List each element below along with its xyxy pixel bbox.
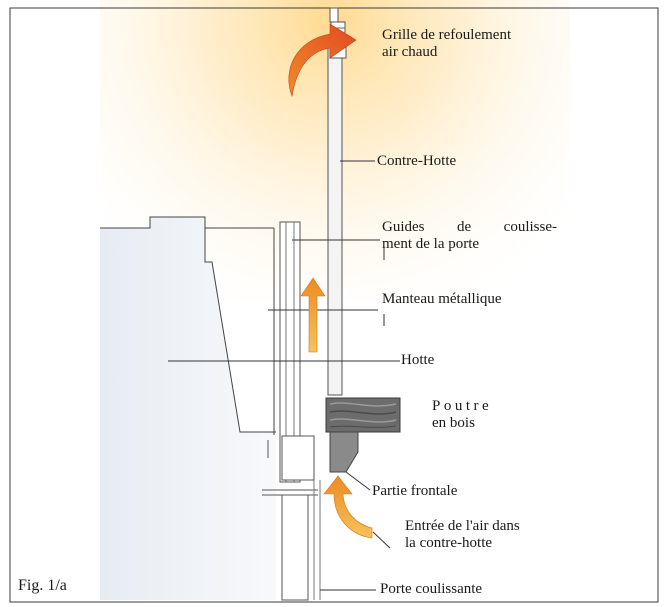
- label-guides-word1: Guides: [382, 219, 425, 235]
- label-entree-air: Entrée de l'air dans la contre-hotte: [405, 518, 520, 552]
- door-housing: [281, 435, 315, 481]
- poutre-en-bois: [325, 397, 401, 433]
- label-guides-line2: ment de la porte: [382, 236, 480, 252]
- manteau-metallique: [279, 221, 301, 483]
- label-poutre: Poutre en bois: [432, 398, 492, 432]
- hotte-body: [100, 217, 276, 600]
- partie-frontale: [329, 431, 359, 473]
- warm-air-arrow: [300, 277, 326, 353]
- label-entree-line1: Entrée de l'air dans: [405, 518, 520, 534]
- label-porte-coulissante: Porte coulissante: [380, 581, 483, 597]
- porte-coulissante: [281, 494, 309, 601]
- label-guides-word2: de: [457, 219, 472, 235]
- label-grille-line1: Grille de refoulement: [382, 27, 512, 43]
- label-hotte: Hotte: [401, 352, 435, 368]
- label-guides-word3: coulisse-: [503, 219, 557, 235]
- hotte-outline: [100, 216, 276, 433]
- contre-hotte-panel: [327, 39, 343, 396]
- figure-caption: Fig. 1/a: [18, 577, 67, 594]
- label-contre-hotte: Contre-Hotte: [377, 153, 457, 169]
- label-partie-frontale: Partie frontale: [372, 483, 458, 499]
- label-entree-line2: la contre-hotte: [405, 535, 493, 551]
- label-grille: Grille de refoulement air chaud: [382, 27, 511, 61]
- air-intake-arrow: [323, 475, 373, 539]
- label-poutre-line1: Poutre: [432, 398, 493, 414]
- hot-air-arrow: [288, 23, 357, 98]
- label-guides: Guides de coulisse- ment de la porte: [382, 219, 557, 253]
- leader-lines: [168, 160, 400, 591]
- label-manteau: Manteau métallique: [382, 291, 502, 307]
- label-poutre-line2: en bois: [432, 415, 475, 431]
- label-grille-line2: air chaud: [382, 44, 438, 60]
